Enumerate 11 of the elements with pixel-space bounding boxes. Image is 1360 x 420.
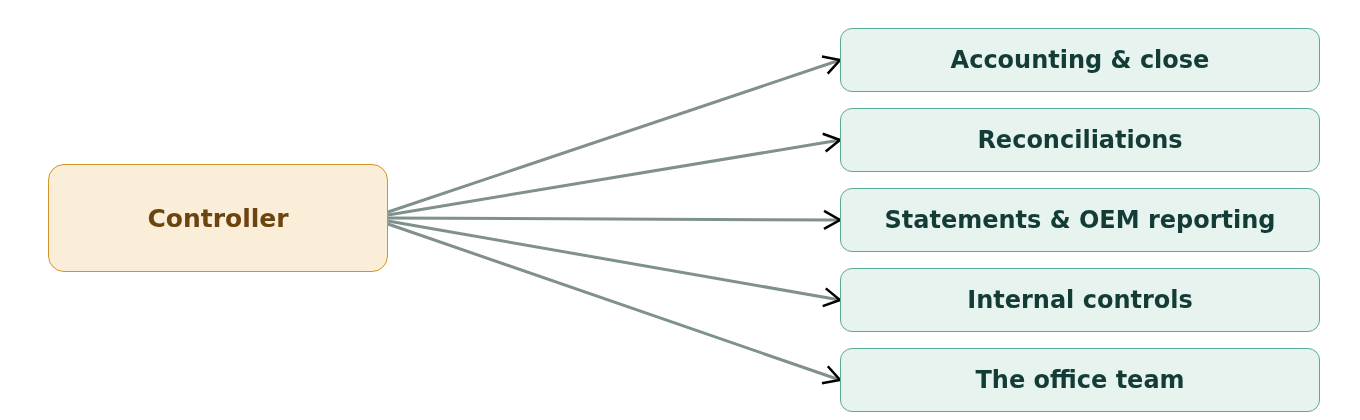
arrow bbox=[388, 209, 842, 231]
arrow bbox=[387, 222, 842, 385]
responsibility-box: Reconciliations bbox=[840, 108, 1320, 172]
arrow bbox=[387, 219, 842, 308]
responsibility-box: Accounting & close bbox=[840, 28, 1320, 92]
responsibility-box: Internal controls bbox=[840, 268, 1320, 332]
responsibility-box: The office team bbox=[840, 348, 1320, 412]
arrow bbox=[387, 55, 842, 214]
arrow bbox=[387, 132, 842, 217]
role-box: Controller bbox=[48, 164, 388, 272]
responsibility-box: Statements & OEM reporting bbox=[840, 188, 1320, 252]
